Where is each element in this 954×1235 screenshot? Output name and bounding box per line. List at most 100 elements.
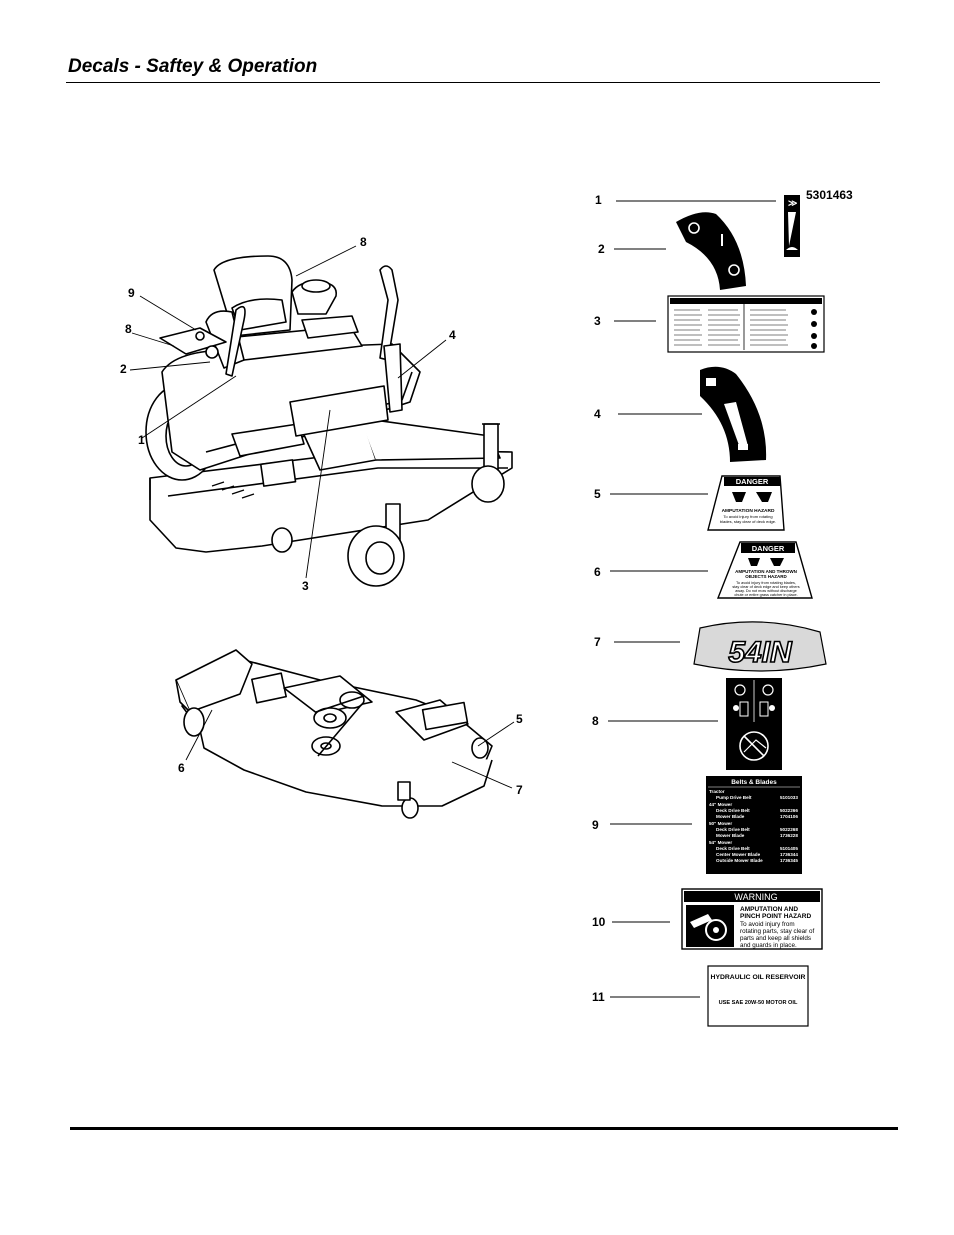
svg-text:To avoid injury from: To avoid injury from: [740, 921, 795, 928]
header-rule: [66, 82, 880, 83]
decal-7-text: 54IN: [728, 636, 793, 669]
svg-text:AMPUTATION AND: AMPUTATION AND: [740, 906, 798, 913]
decal-index-2: 2: [598, 242, 605, 256]
tractor-callout-1: 1: [138, 433, 145, 447]
svg-text:1736345: 1736345: [780, 858, 798, 863]
decal-index-numbers: 1 2 3 4 5 6 7 8 9 10 11: [592, 193, 606, 1004]
decal-11-title: HYDRAULIC OIL RESERVOIR: [711, 974, 806, 981]
decal-index-8: 8: [592, 714, 599, 728]
page-title: Decals - Saftey & Operation: [68, 56, 318, 77]
svg-text:PINCH POINT HAZARD: PINCH POINT HAZARD: [740, 913, 811, 920]
decal-1-throttle-strip: ≫ 5301463: [784, 188, 853, 257]
operator-icon: [734, 684, 746, 696]
svg-text:chute or entire grass catcher: chute or entire grass catcher in place.: [734, 593, 797, 597]
decal-5-title: AMPUTATION HAZARD: [722, 508, 775, 514]
decal-11-hydraulic-oil: HYDRAULIC OIL RESERVOIR USE SAE 20W-50 M…: [707, 965, 809, 1027]
svg-text:54" Mower: 54" Mower: [709, 840, 732, 845]
svg-text:To avoid injury from rotating: To avoid injury from rotating blades,: [736, 581, 796, 585]
svg-text:5022268: 5022268: [780, 827, 798, 832]
decal-index-4: 4: [594, 407, 601, 421]
decal-index-7: 7: [594, 635, 601, 649]
hand-icon: [690, 914, 712, 928]
svg-text:To avoid injury from rotating: To avoid injury from rotating: [723, 514, 772, 519]
svg-text:OBJECTS HAZARD: OBJECTS HAZARD: [745, 574, 787, 579]
svg-text:Deck Drive Belt: Deck Drive Belt: [716, 846, 750, 851]
decal-index-3: 3: [594, 314, 601, 328]
deck-callouts: 5 6 7: [178, 712, 523, 797]
blade-hand-icon: [732, 492, 772, 502]
tractor-illustration: [145, 255, 513, 587]
deck-callout-7: 7: [516, 783, 523, 797]
deck-leader-lines: [185, 709, 515, 789]
svg-text:Mower Blade: Mower Blade: [716, 833, 745, 838]
decal-5-danger-amputation: DANGER AMPUTATION HAZARD To avoid injury…: [707, 475, 785, 531]
decal-4-cut-height-arc: [700, 366, 767, 462]
svg-text:Outside Mower Blade: Outside Mower Blade: [716, 858, 763, 863]
tractor-callout-4: 4: [449, 328, 456, 342]
decal-2-ignition-arc: [676, 212, 746, 290]
svg-text:1736228: 1736228: [780, 833, 798, 838]
deck-illustration: [175, 649, 493, 819]
pulley-icon: [705, 919, 727, 941]
tractor-callout-8-top: 8: [360, 235, 367, 249]
svg-text:blades, stay clear of deck edg: blades, stay clear of deck edge.: [720, 519, 776, 524]
decal-10-header: WARNING: [734, 892, 777, 902]
decal-index-1: 1: [595, 193, 602, 207]
svg-text:stay clear of deck edge and ke: stay clear of deck edge and keep others: [732, 585, 799, 589]
svg-text:1704106: 1704106: [780, 814, 798, 819]
deck-up-icon: [706, 378, 716, 386]
svg-text:5101033: 5101033: [780, 795, 798, 800]
thrown-object-icon: [748, 558, 784, 566]
svg-text:Pump Drive Belt: Pump Drive Belt: [716, 795, 752, 800]
decal-3-safety-label: [667, 295, 825, 353]
svg-text:away. Do not mow without disch: away. Do not mow without discharge: [735, 589, 797, 593]
decal-index-6: 6: [594, 565, 601, 579]
tractor-leader-lines: [129, 245, 447, 579]
svg-text:AMPUTATION AND THROWN: AMPUTATION AND THROWN: [735, 569, 797, 574]
svg-text:rotating parts, stay clear of: rotating parts, stay clear of: [740, 928, 814, 935]
svg-text:Mower Blade: Mower Blade: [716, 814, 745, 819]
tractor-callout-9: 9: [128, 286, 135, 300]
decal-10-warning-pinch-point: WARNING AMPUTATION AND PINCH POINT HAZAR…: [681, 888, 823, 950]
decal-index-10: 10: [592, 915, 606, 929]
tractor-callouts: 8 9 8 4 2 1 3: [120, 235, 456, 593]
deck-callout-5: 5: [516, 712, 523, 726]
decal-leader-lines: [608, 200, 776, 998]
svg-text:Tractor: Tractor: [709, 789, 725, 794]
decal-9-title: Belts & Blades: [731, 779, 777, 786]
svg-text:Deck Drive Belt: Deck Drive Belt: [716, 808, 750, 813]
svg-text:5022266: 5022266: [780, 808, 798, 813]
decal-7-deck-size: 54IN: [693, 621, 827, 672]
decal-11-body: USE SAE 20W-50 MOTOR OIL: [719, 1000, 798, 1006]
operator-icon: [762, 684, 774, 696]
turtle-icon: [786, 247, 798, 250]
decal-index-11: 11: [592, 990, 605, 1004]
deck-down-icon: [738, 444, 748, 450]
svg-text:5101405: 5101405: [780, 846, 798, 851]
svg-text:44" Mower: 44" Mower: [709, 802, 732, 807]
svg-text:1736344: 1736344: [780, 852, 798, 857]
start-icon: [728, 264, 740, 276]
svg-text:Center Mower Blade: Center Mower Blade: [716, 852, 761, 857]
svg-text:50" Mower: 50" Mower: [709, 821, 732, 826]
deck-callout-6: 6: [178, 761, 185, 775]
tractor-callout-8-left: 8: [125, 322, 132, 336]
tractor-callout-3: 3: [302, 579, 309, 593]
prohibition-icon: [739, 731, 769, 761]
decal-8-operation-symbols: [726, 678, 782, 770]
decal-1-part-number: 5301463: [806, 188, 853, 202]
footer-rule: [70, 1127, 898, 1130]
off-icon: [688, 222, 700, 234]
decal-9-belts-and-blades: Belts & Blades Tractor Pump Drive Belt 5…: [706, 776, 802, 874]
tractor-callout-2: 2: [120, 362, 127, 376]
decal-6-danger-thrown-objects: DANGER AMPUTATION AND THROWN OBJECTS HAZ…: [716, 541, 813, 599]
svg-text:Deck Drive Belt: Deck Drive Belt: [716, 827, 750, 832]
decal-5-header: DANGER: [736, 477, 769, 486]
decal-index-9: 9: [592, 818, 599, 832]
svg-text:parts and keep all shields: parts and keep all shields: [740, 935, 811, 942]
decal-6-header: DANGER: [752, 544, 785, 553]
svg-text:and guards in place.: and guards in place.: [740, 942, 797, 949]
rabbit-icon: ≫: [788, 198, 797, 208]
decal-index-5: 5: [594, 487, 601, 501]
